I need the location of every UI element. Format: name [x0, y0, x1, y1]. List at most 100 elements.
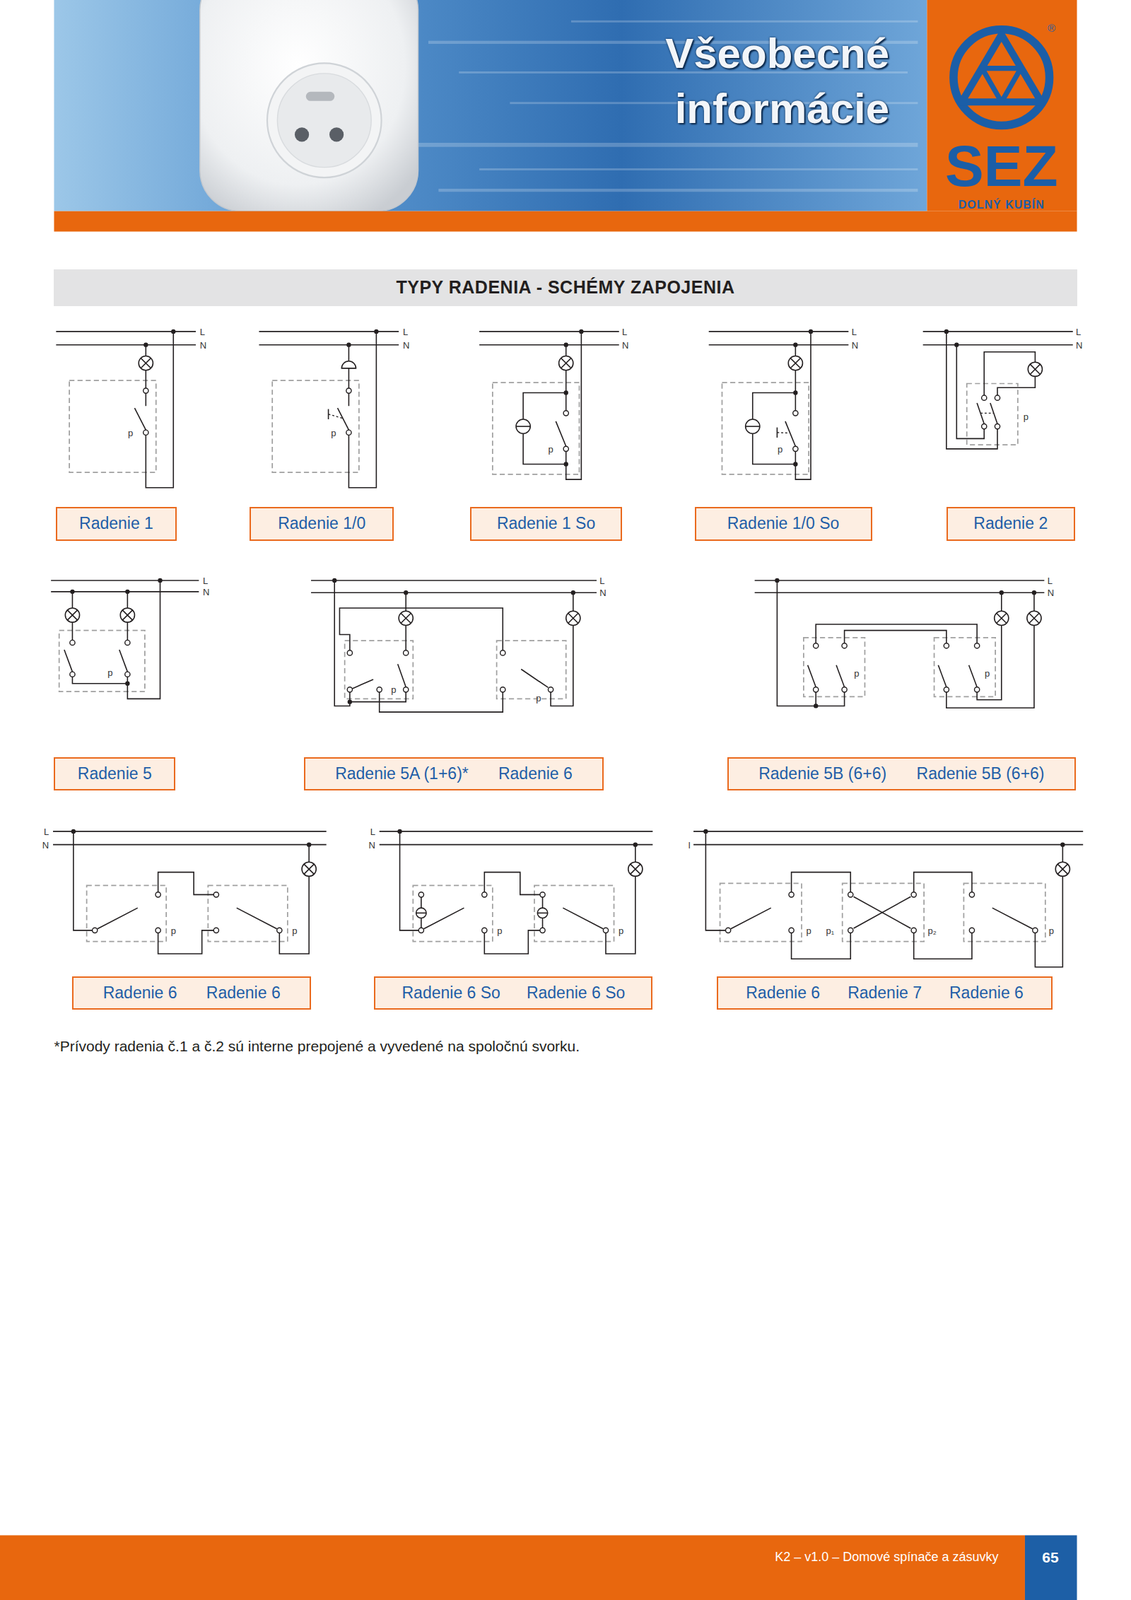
switch-blade [352, 679, 374, 689]
wire [1000, 592, 1003, 611]
contact-terminal [793, 446, 799, 451]
wire [791, 932, 852, 959]
switch-housing [534, 885, 615, 941]
junction-dot [1060, 841, 1065, 847]
switch-blade [938, 665, 947, 688]
wire [145, 393, 148, 406]
wire [72, 676, 128, 683]
wire [127, 622, 129, 640]
contact-terminal [347, 687, 353, 693]
switch-blade [397, 663, 407, 687]
terminal-label: N [851, 340, 859, 350]
junction-dot [373, 329, 379, 334]
lamp-cross [1057, 863, 1068, 874]
glow-lamp-symbol [416, 907, 427, 918]
lamp-cross [67, 610, 78, 620]
label-text: Radenie 6 So [402, 984, 501, 1001]
contact-terminal [346, 429, 352, 435]
wire [946, 624, 1035, 708]
contact-terminal [143, 388, 149, 394]
section-title-bar: TYPY RADENIA - SCHÉMY ZAPOJENIA [53, 269, 1077, 307]
switch-housing [207, 885, 288, 941]
circuit-type-label: Radenie 2 [946, 506, 1076, 541]
wire [145, 331, 174, 488]
wire [72, 591, 74, 608]
contact-terminal [1032, 927, 1038, 933]
contact-terminal [418, 927, 424, 933]
wire [158, 930, 215, 954]
wire [983, 352, 1035, 396]
terminal-label: L [370, 826, 376, 836]
contact-terminal [788, 892, 794, 898]
contact-terminal [848, 892, 854, 898]
contact-terminal [155, 927, 161, 933]
contact-terminal [943, 643, 949, 649]
wire [605, 875, 636, 954]
wire [400, 831, 420, 931]
footer-bar [0, 1534, 1025, 1600]
glow-lamp-symbol [537, 907, 548, 918]
wire [752, 392, 796, 420]
contact-terminal [500, 650, 506, 656]
registered-mark: ® [1047, 21, 1056, 33]
wire [258, 344, 399, 346]
lamp-cross [122, 610, 133, 620]
contact-terminal [602, 927, 608, 933]
switch-housing [272, 380, 360, 473]
page-number: 65 [1041, 1548, 1059, 1564]
page-number-panel [1024, 1534, 1078, 1600]
lamp-cross [630, 863, 641, 874]
lamp-cross [568, 612, 579, 623]
motion-streak [407, 142, 918, 148]
logo-town: DOLNÝ KUBÍN [958, 199, 1045, 211]
switch-housing [803, 637, 866, 697]
terminal-label: L [402, 326, 408, 336]
switch-blade [134, 407, 146, 430]
contact-terminal [69, 671, 75, 677]
switch-housing [344, 640, 414, 699]
label-text: Radenie 5B (6+6) [916, 765, 1045, 782]
wire [379, 830, 654, 832]
wire [923, 344, 1074, 346]
terminal-label: p₂ [928, 925, 937, 935]
wire [523, 392, 567, 420]
lamp-cross [790, 358, 801, 369]
bell-symbol [341, 361, 356, 369]
wire [50, 579, 199, 582]
switch-housing [86, 885, 167, 941]
contact-terminal [788, 927, 794, 933]
logo-ring [953, 29, 1050, 126]
contact-terminal [563, 446, 569, 451]
wire [127, 580, 160, 699]
glow-lamp-line [537, 912, 548, 914]
wire [420, 918, 423, 929]
contact-terminal [974, 687, 980, 693]
contact-terminal [403, 650, 409, 656]
contact-terminal [813, 687, 819, 693]
switch-housing [967, 383, 1018, 446]
junction-dot [125, 589, 130, 594]
contact-terminal [994, 395, 1000, 401]
junction-dot [1032, 590, 1037, 595]
terminal-label: N [599, 588, 606, 598]
terminal-label: p [777, 443, 783, 454]
wire [158, 872, 215, 895]
wire [420, 897, 423, 908]
terminal-label: L [599, 575, 605, 585]
terminal-label: N [1047, 588, 1054, 598]
wire [348, 344, 350, 362]
wire [705, 831, 726, 931]
contact-terminal [213, 927, 219, 933]
switch-blade [836, 665, 845, 688]
lamp-symbol [120, 607, 135, 623]
wire [634, 844, 637, 863]
contact-terminal [92, 927, 98, 933]
terminal-label: L [1075, 326, 1081, 336]
junction-dot [306, 841, 312, 847]
contact-terminal [347, 650, 353, 656]
wire [379, 692, 504, 712]
contact-terminal [994, 423, 1000, 429]
terminal-label: N [42, 839, 49, 849]
